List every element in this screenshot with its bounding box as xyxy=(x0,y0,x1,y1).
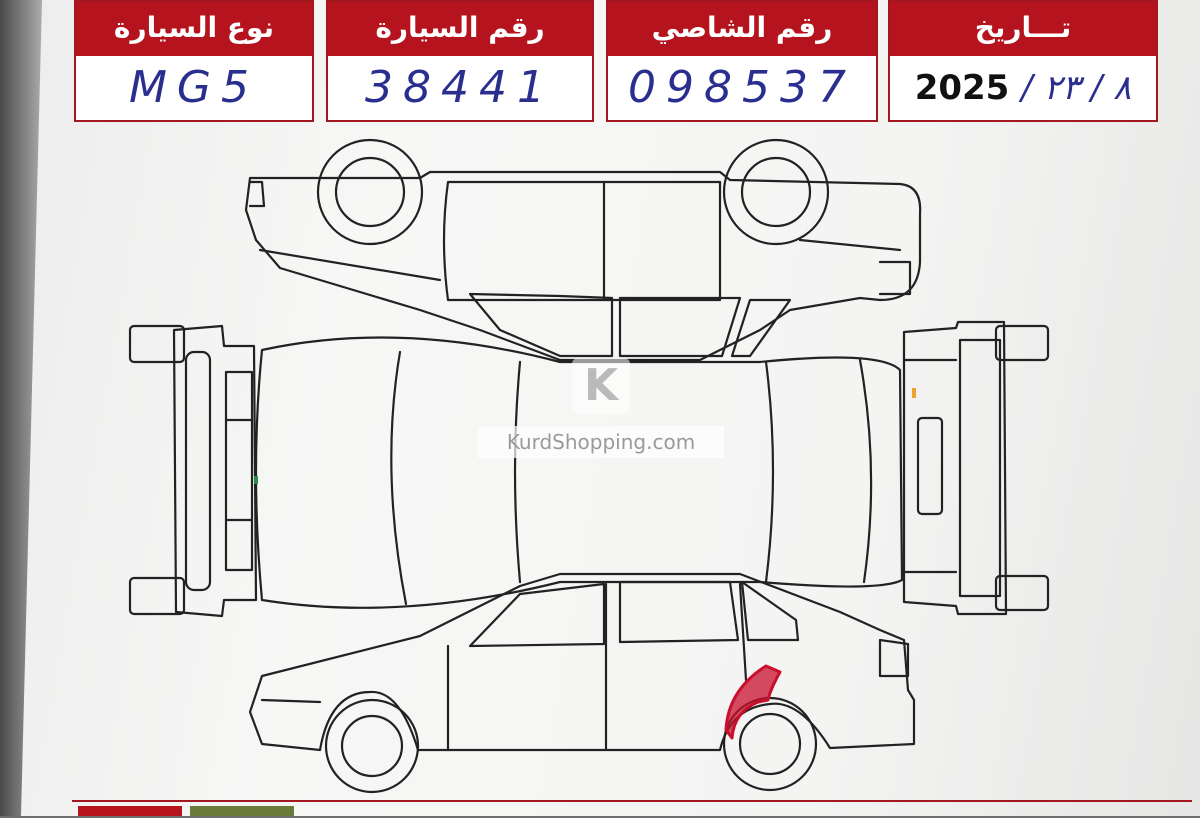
plate-cell: رقم السيارة 38441 xyxy=(326,0,594,122)
chassis-value: 098537 xyxy=(628,62,856,113)
car-type-label: نوع السيارة xyxy=(76,2,312,56)
damage-mark-front xyxy=(254,476,258,484)
car-type-cell: نوع السيارة MG5 xyxy=(74,0,314,122)
damage-mark-rear xyxy=(912,388,916,398)
watermark-text: KurdShopping.com xyxy=(478,426,724,458)
car-side-view xyxy=(248,572,916,752)
chassis-cell: رقم الشاصي 098537 xyxy=(606,0,878,122)
car-rear-view xyxy=(902,320,1050,616)
color-swatch-red xyxy=(78,806,182,816)
date-value: 2025 / ٨ / ٢٣ xyxy=(890,56,1156,120)
damage-mark-rear-fender xyxy=(724,664,782,740)
car-front-view xyxy=(128,324,258,618)
car-top-wheels xyxy=(316,138,830,246)
car-plan-view xyxy=(254,336,904,609)
date-label: تـــاريخ xyxy=(890,2,1156,56)
date-cell: تـــاريخ 2025 / ٨ / ٢٣ xyxy=(888,0,1158,122)
bottom-border xyxy=(72,800,1192,818)
date-year: 2025 xyxy=(914,68,1010,108)
watermark-logo: K xyxy=(572,358,630,414)
plate-label: رقم السيارة xyxy=(328,2,592,56)
car-type-value: MG5 xyxy=(128,62,260,113)
date-handwritten: / ٨ / ٢٣ xyxy=(1021,68,1132,108)
plate-value: 38441 xyxy=(365,62,555,113)
chassis-label: رقم الشاصي xyxy=(608,2,876,56)
color-swatch-green xyxy=(190,806,294,816)
car-top-outline xyxy=(244,170,922,362)
car-side-wheels xyxy=(324,696,818,794)
